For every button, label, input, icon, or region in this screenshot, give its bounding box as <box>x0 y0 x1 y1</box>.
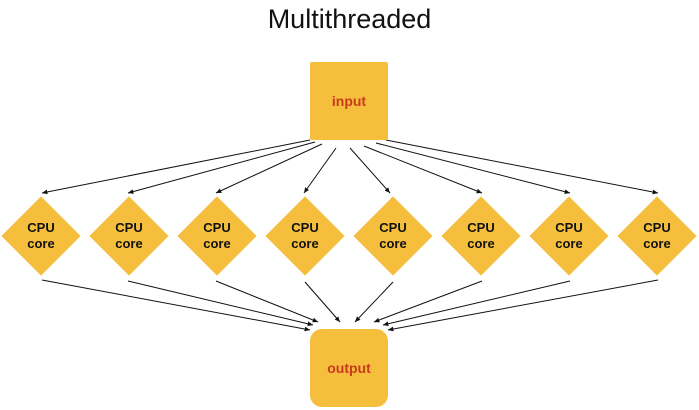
cpu-core-node: CPU core <box>265 196 345 276</box>
core-label: CPU core <box>529 196 609 276</box>
core-label: CPU core <box>265 196 345 276</box>
arrow-core-6-to-output <box>373 280 483 323</box>
output-node: output <box>310 329 388 407</box>
arrow-input-to-core-5 <box>349 147 391 194</box>
arrow-core-5-to-output <box>354 281 394 323</box>
arrow-input-to-core-8 <box>385 139 659 195</box>
core-label-line1: CPU <box>115 220 143 235</box>
diagram-title: Multithreaded <box>267 4 432 34</box>
core-label-line1: CPU <box>27 220 55 235</box>
core-label: CPU core <box>89 196 169 276</box>
core-label-line1: CPU <box>203 220 231 235</box>
core-label-line2: core <box>643 236 671 251</box>
core-label-line2: core <box>555 236 583 251</box>
arrow-input-to-core-6 <box>363 145 483 194</box>
arrow-input-to-core-1 <box>41 139 311 195</box>
cpu-core-node: CPU core <box>529 196 609 276</box>
output-label: output <box>327 360 371 376</box>
arrow-core-7-to-output <box>382 280 571 327</box>
core-label-line2: core <box>27 236 55 251</box>
arrow-input-to-core-3 <box>215 143 323 194</box>
arrow-core-1-to-output <box>41 279 311 332</box>
cpu-core-node: CPU core <box>617 196 697 276</box>
core-label: CPU core <box>441 196 521 276</box>
arrow-input-to-core-7 <box>375 142 571 194</box>
core-label-line1: CPU <box>643 220 671 235</box>
core-label-line1: CPU <box>467 220 495 235</box>
cpu-core-node: CPU core <box>353 196 433 276</box>
arrow-input-to-core-4 <box>303 147 337 194</box>
core-label-line1: CPU <box>379 220 407 235</box>
core-label-line2: core <box>467 236 495 251</box>
cpu-core-node: CPU core <box>1 196 81 276</box>
core-label-line2: core <box>379 236 407 251</box>
cpu-core-node: CPU core <box>441 196 521 276</box>
arrow-core-4-to-output <box>304 281 341 323</box>
core-label: CPU core <box>353 196 433 276</box>
input-label: input <box>331 93 367 109</box>
core-label-line2: core <box>291 236 319 251</box>
core-label: CPU core <box>177 196 257 276</box>
arrow-core-3-to-output <box>215 280 319 323</box>
cpu-core-node: CPU core <box>177 196 257 276</box>
cpu-core-node: CPU core <box>89 196 169 276</box>
core-label: CPU core <box>617 196 697 276</box>
core-label: CPU core <box>1 196 81 276</box>
arrow-core-2-to-output <box>127 280 314 327</box>
core-label-line1: CPU <box>291 220 319 235</box>
core-label-line1: CPU <box>555 220 583 235</box>
arrow-core-8-to-output <box>387 279 659 332</box>
core-label-line2: core <box>115 236 143 251</box>
core-label-line2: core <box>203 236 231 251</box>
arrow-input-to-core-2 <box>127 141 316 194</box>
input-node: input <box>310 62 388 140</box>
